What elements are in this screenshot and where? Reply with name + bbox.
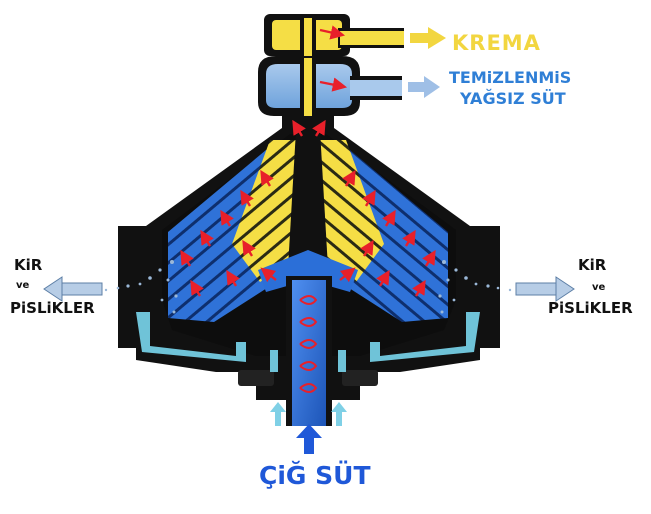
raw-milk-inlet-tube xyxy=(286,276,332,426)
dirt-particles-left xyxy=(104,260,178,314)
skim-milk-outlet-chamber xyxy=(258,56,402,130)
dirt-particles-right xyxy=(438,260,512,314)
skim-milk-label-line1: TEMiZLENMiS xyxy=(449,68,572,87)
cream-outlet-label: KREMA xyxy=(452,31,541,55)
dirt-right-label-line1: KiR xyxy=(578,256,607,274)
cream-arrow xyxy=(410,27,446,49)
inlet-swirl-arrows xyxy=(299,295,318,393)
raw-milk-inlet-arrows xyxy=(270,402,347,454)
dirt-left-label-line3: PiSLiKLER xyxy=(10,299,95,317)
dirt-left-label-line2: ve xyxy=(16,280,30,291)
dirt-left-label-line1: KiR xyxy=(14,256,43,274)
dirt-right-label-line2: ve xyxy=(592,282,606,293)
central-distributor xyxy=(258,130,358,292)
dirt-arrow-left xyxy=(43,276,103,302)
dirt-arrow-right xyxy=(515,276,575,302)
dirt-right-label-line3: PiSLiKLER xyxy=(548,299,633,317)
skim-milk-arrow xyxy=(408,76,440,98)
bowl-base-frame xyxy=(136,312,480,386)
raw-milk-label: ÇiĞ SÜT xyxy=(259,461,371,490)
skim-milk-label-line2: YAĞSIZ SÜT xyxy=(460,89,566,108)
bowl-neck xyxy=(282,116,334,130)
flow-arrows xyxy=(180,25,436,297)
